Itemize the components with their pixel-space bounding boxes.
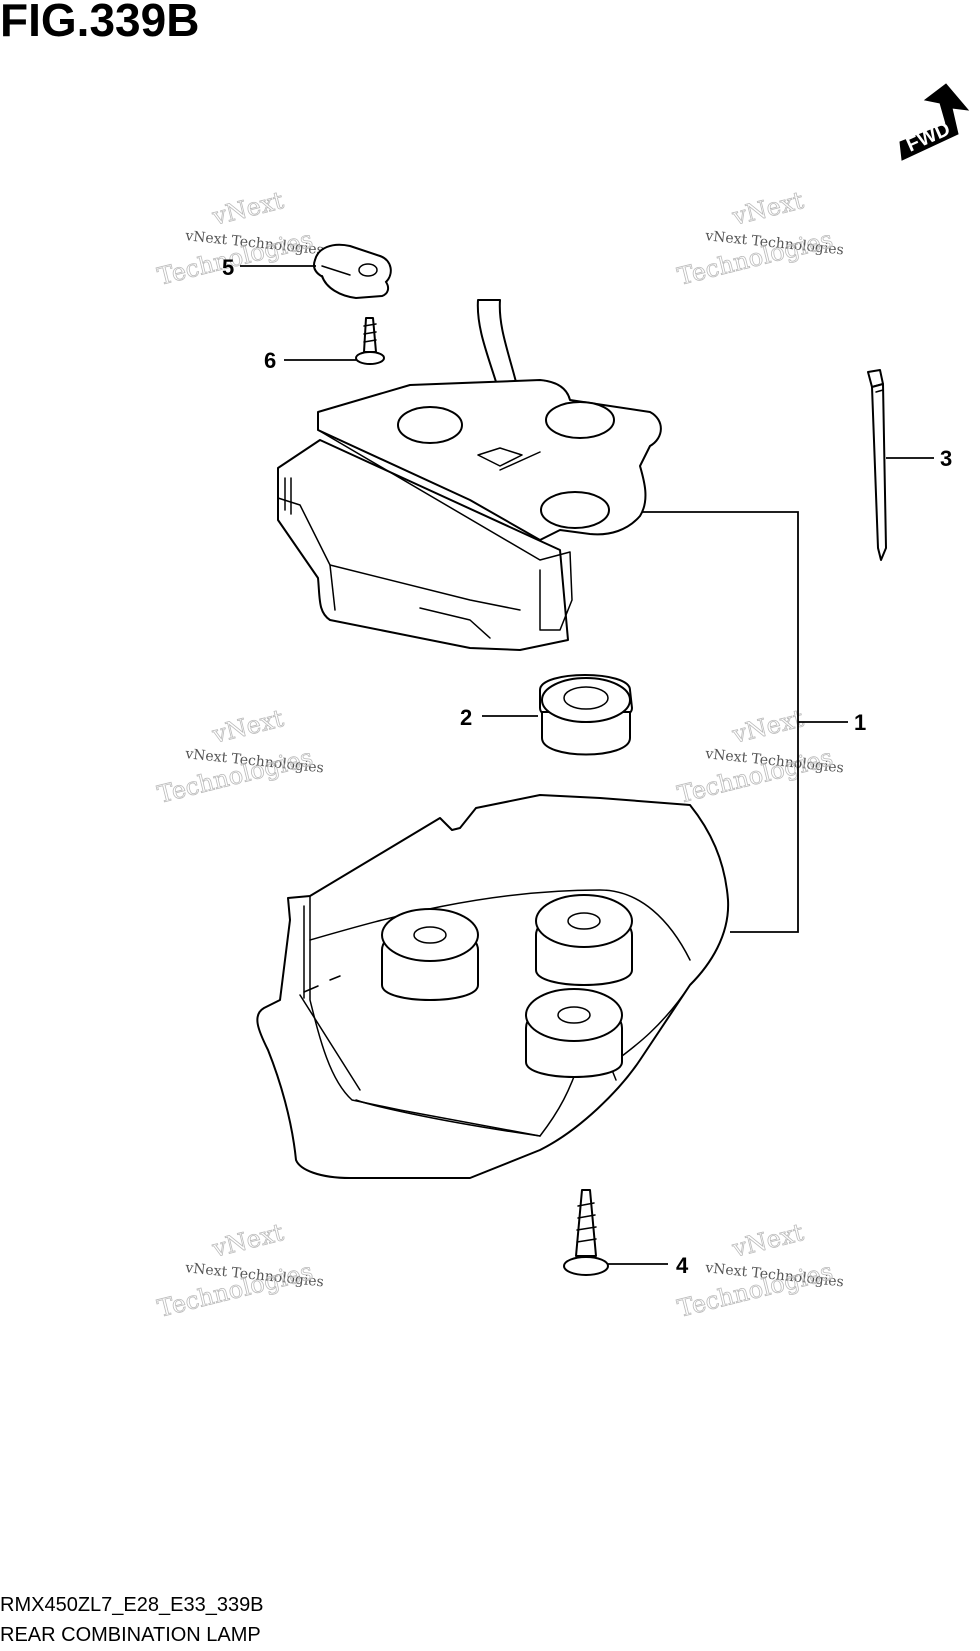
clamp-part-5 bbox=[313, 243, 392, 299]
watermark-top-right: vNext vNext Technologies Technologies bbox=[674, 186, 844, 291]
callout-4: 4 bbox=[676, 1253, 689, 1278]
svg-text:vNext: vNext bbox=[729, 186, 807, 231]
callout-1: 1 bbox=[854, 710, 866, 735]
fwd-label: FWD bbox=[903, 118, 954, 157]
grommet-part-2 bbox=[539, 674, 633, 756]
fwd-arrow-icon: FWD bbox=[899, 83, 970, 161]
callout-5: 5 bbox=[222, 255, 234, 280]
svg-text:vNext: vNext bbox=[729, 704, 807, 749]
watermark-bottom-left: vNext vNext Technologies Technologies bbox=[154, 1218, 324, 1323]
svg-text:vNext: vNext bbox=[209, 186, 287, 231]
svg-text:vNext: vNext bbox=[209, 704, 287, 749]
callout-2: 2 bbox=[460, 705, 472, 730]
watermark-bottom-right: vNext vNext Technologies Technologies bbox=[674, 1218, 844, 1323]
screw-part-4 bbox=[563, 1189, 609, 1276]
footer-code: RMX450ZL7_E28_E33_339B bbox=[0, 1594, 264, 1616]
svg-text:vNext: vNext bbox=[209, 1218, 287, 1263]
callout-6: 6 bbox=[264, 348, 276, 373]
watermark-middle-right: vNext vNext Technologies Technologies bbox=[674, 704, 844, 809]
lamp-case bbox=[256, 794, 730, 1179]
callout-3: 3 bbox=[940, 446, 952, 471]
svg-text:vNext: vNext bbox=[729, 1218, 807, 1263]
lamp-housing bbox=[277, 299, 662, 651]
watermark-middle-left: vNext vNext Technologies Technologies bbox=[154, 704, 324, 809]
footer-name: REAR COMBINATION LAMP bbox=[0, 1624, 261, 1646]
cable-tie-part-3 bbox=[867, 369, 887, 561]
figure-title: FIG.339B bbox=[0, 0, 199, 46]
watermark-top-left: vNext vNext Technologies Technologies bbox=[154, 186, 324, 291]
screw-part-6 bbox=[355, 317, 385, 365]
